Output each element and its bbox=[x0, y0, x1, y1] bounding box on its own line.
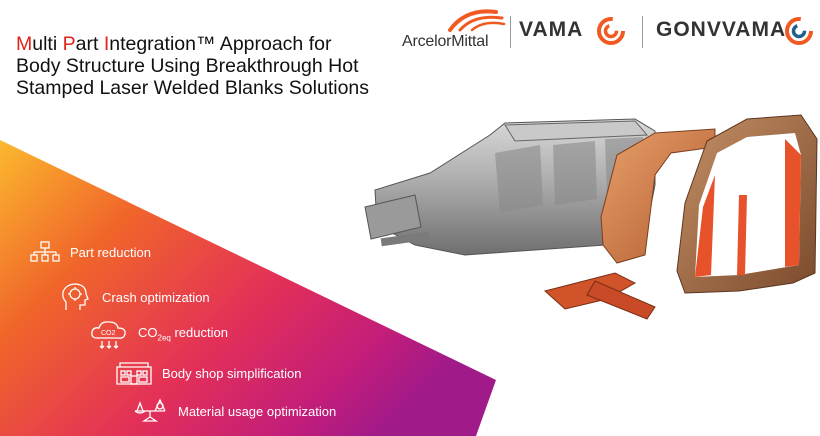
title-part-ulti: ulti bbox=[32, 33, 63, 55]
benefit-label: Body shop simplification bbox=[162, 365, 302, 381]
arcelormittal-swoosh-logo bbox=[448, 9, 506, 32]
title-part-art: art bbox=[75, 33, 104, 55]
co2-cloud-icon: CO2 bbox=[91, 321, 126, 349]
benefit-label: Material usage optimization bbox=[178, 403, 337, 419]
title-letter-i: I bbox=[103, 33, 110, 55]
logo-divider bbox=[642, 16, 643, 48]
factory-icon bbox=[116, 362, 152, 385]
gonvvama-swirl-logo bbox=[785, 17, 813, 45]
co2-icon-label: CO2 bbox=[101, 330, 116, 337]
benefit-label: CO2eq reduction bbox=[138, 325, 228, 343]
benefit-body-shop-simplification: Body shop simplification bbox=[116, 361, 301, 385]
org-chart-icon bbox=[30, 241, 60, 262]
title-letter-m: M bbox=[16, 33, 33, 55]
head-gear-icon bbox=[62, 283, 89, 310]
gonvvama-wordmark: GONVVAMA bbox=[656, 18, 787, 41]
benefit-part-reduction: Part reduction bbox=[30, 241, 151, 263]
logo-divider bbox=[510, 16, 511, 48]
logo-bar: ArcelorMittal VAMA GONVVAMA bbox=[392, 6, 820, 54]
title-rest: ntegration™ Approach for Body Structure … bbox=[16, 33, 370, 99]
benefit-crash-optimization: Crash optimization bbox=[60, 282, 210, 312]
benefit-label: Part reduction bbox=[70, 244, 151, 260]
arcelormittal-wordmark: ArcelorMittal bbox=[402, 33, 489, 50]
benefit-material-usage-optimization: Material usage optimization bbox=[132, 398, 336, 424]
page-title: Multi Part Integration™ Approach for Bod… bbox=[16, 33, 376, 99]
vama-wordmark: VAMA bbox=[519, 18, 584, 41]
balance-scale-icon bbox=[134, 398, 166, 422]
benefit-label: Crash optimization bbox=[102, 289, 210, 305]
vama-swirl-logo bbox=[597, 17, 625, 45]
car-body-structure-illustration bbox=[364, 114, 818, 320]
benefit-co2-reduction: CO2 CO2eq reduction bbox=[90, 318, 228, 350]
title-letter-p: P bbox=[62, 33, 76, 55]
